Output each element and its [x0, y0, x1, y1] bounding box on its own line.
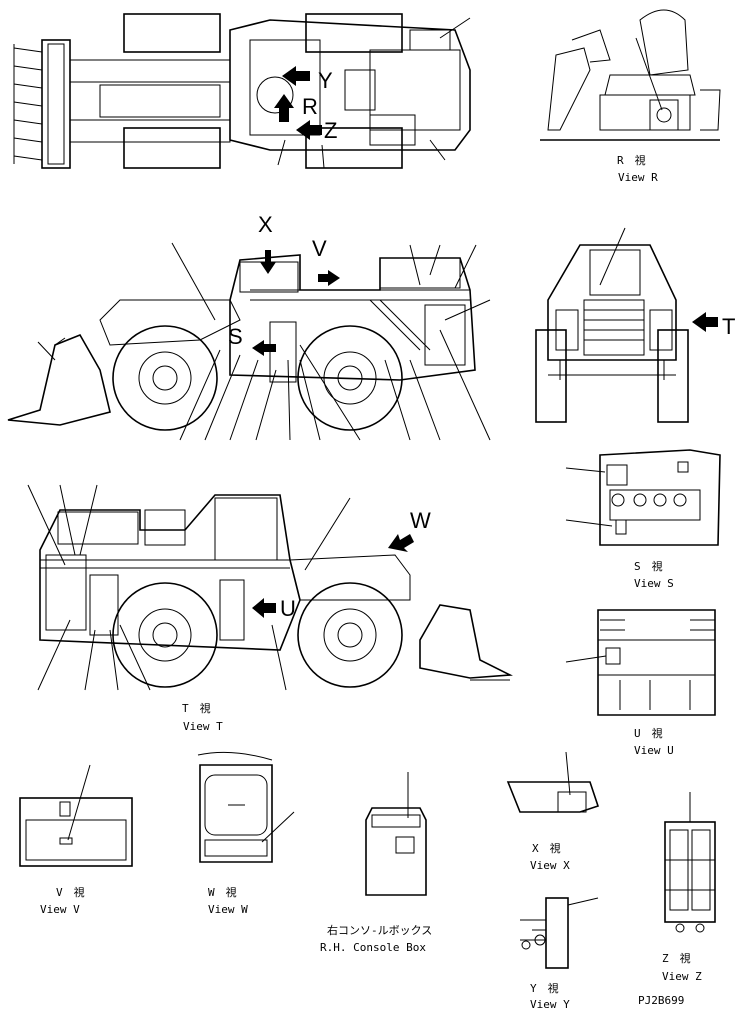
view-z-en: View Z [662, 970, 702, 983]
console-box-en: R.H. Console Box [320, 941, 426, 954]
view-x-drawing [506, 751, 600, 813]
arrow-label-s: S [228, 324, 243, 349]
view-z-drawing [664, 792, 716, 933]
arrow-label-w: W [410, 508, 431, 533]
arrow-label-z: Z [324, 118, 337, 143]
view-w-en: View W [208, 903, 248, 916]
view-s-jp: S 視 [634, 559, 663, 573]
top-view-machine [13, 13, 471, 169]
view-r-en: View R [618, 171, 658, 184]
view-y-en: View Y [530, 998, 570, 1010]
view-y-jp: Y 視 [530, 981, 559, 995]
part-number: PJ2B699 [638, 994, 684, 1007]
view-t-machine [27, 484, 513, 691]
arrow-label-r: R [302, 94, 318, 119]
view-t-jp: T 視 [182, 701, 211, 715]
view-u-drawing [565, 609, 716, 716]
arrow-label-y: Y [318, 68, 333, 93]
view-r-drawing [540, 9, 721, 141]
view-y-drawing [520, 897, 599, 969]
view-w-jp: W 視 [208, 885, 237, 899]
arrow-label-u: U [280, 596, 296, 621]
console-box-drawing [365, 772, 427, 896]
view-x-jp: X 視 [532, 841, 561, 855]
view-v-en: View V [40, 903, 80, 916]
view-x-en: View X [530, 859, 570, 872]
view-u-jp: U 視 [634, 726, 663, 740]
side-view-left-machine [7, 242, 491, 441]
console-box-jp: 右コンソ-ルボックス [327, 923, 432, 937]
view-u-en: View U [634, 744, 674, 757]
arrow-label-t: T [722, 314, 735, 339]
arrow-label-x: X [258, 212, 273, 237]
view-t-en: View T [183, 720, 223, 733]
view-w-drawing [197, 751, 295, 863]
view-s-drawing [565, 449, 721, 546]
arrow-label-v: V [312, 236, 327, 261]
rear-view-machine [535, 227, 718, 423]
view-z-jp: Z 視 [662, 951, 691, 965]
view-s-en: View S [634, 577, 674, 590]
view-v-jp: V 視 [56, 885, 85, 899]
view-v-drawing [19, 764, 133, 867]
view-r-jp: R 視 [617, 153, 646, 167]
